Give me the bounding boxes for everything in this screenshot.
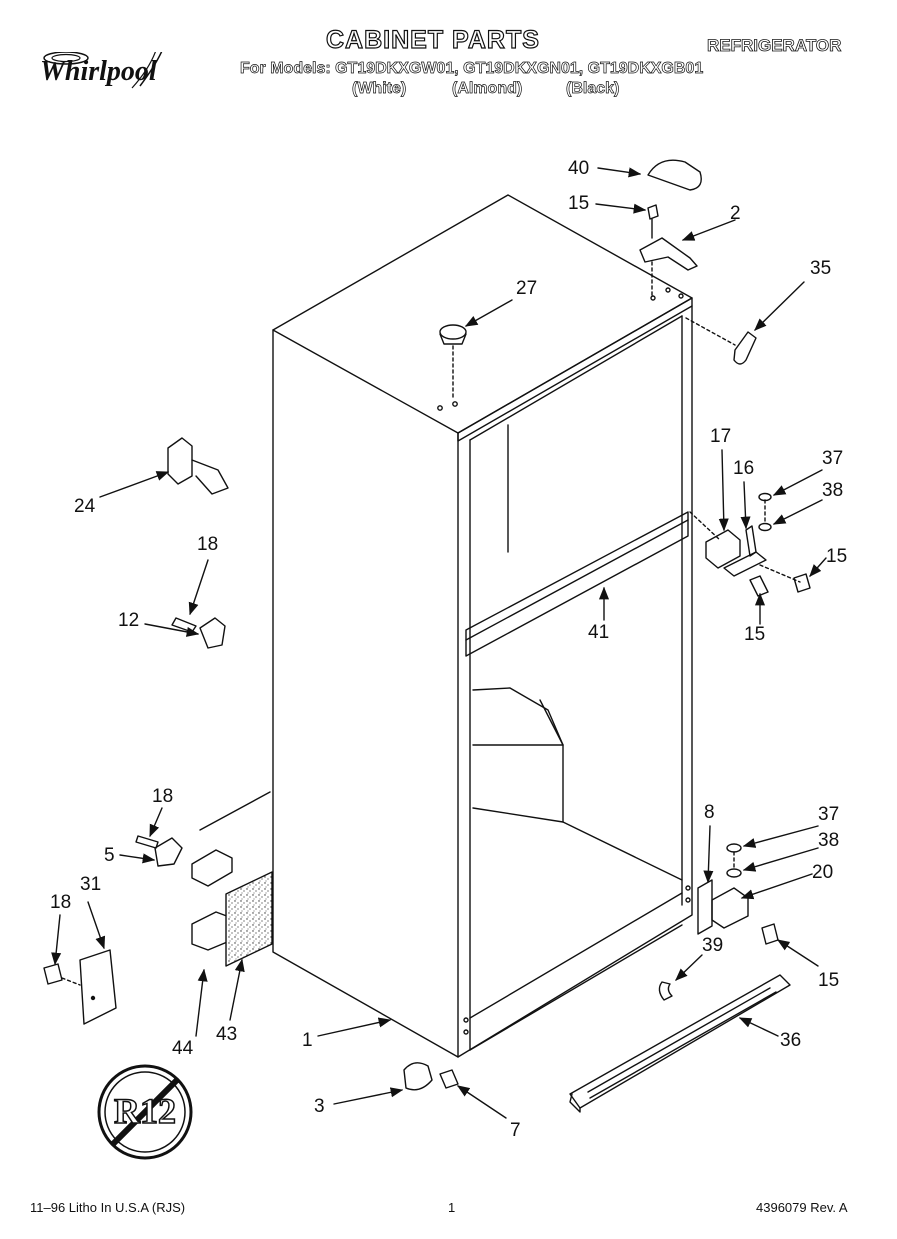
bottom-hinge-shim — [697, 879, 713, 935]
callout-8: 8 — [704, 802, 715, 823]
callout-12: 12 — [118, 610, 140, 631]
bottom-hinge — [711, 887, 749, 929]
leveling-leg — [403, 1062, 433, 1091]
callout-40: 40 — [568, 158, 590, 179]
insulation-pad — [225, 871, 273, 967]
cabinet-body — [272, 194, 693, 1058]
callout-18: 18 — [152, 786, 174, 807]
page-number: 1 — [448, 1200, 456, 1215]
hinge-cover — [79, 949, 117, 1025]
callout-18: 18 — [197, 534, 219, 555]
callout-15: 15 — [744, 624, 766, 645]
callout-2: 2 — [730, 203, 741, 224]
category-label: REFRIGERATOR — [707, 36, 842, 56]
callout-38: 38 — [822, 480, 844, 501]
callout-24: 24 — [74, 496, 96, 517]
r12-prohibited-badge: R12 — [95, 1062, 195, 1162]
page-title: CABINET PARTS — [325, 25, 540, 54]
callout-20: 20 — [812, 862, 834, 883]
brand-name: Whirlpool — [40, 56, 157, 87]
document-revision: 4396079 Rev. A — [756, 1200, 848, 1215]
callout-15: 15 — [568, 193, 590, 214]
callout-7: 7 — [510, 1120, 521, 1141]
callout-3: 3 — [314, 1096, 325, 1117]
hinge-pin-cap — [733, 331, 757, 365]
variant-black: (Black) — [566, 80, 620, 98]
callout-44: 44 — [172, 1038, 194, 1059]
wire-clip — [658, 981, 673, 1001]
callout-1: 1 — [302, 1030, 313, 1051]
callout-16: 16 — [733, 458, 755, 479]
upper-door-stop — [199, 617, 226, 649]
plug-button — [439, 324, 467, 340]
callout-17: 17 — [710, 426, 732, 447]
callout-31: 31 — [80, 874, 102, 895]
models-line: For Models: GT19DKXGW01, GT19DKXGN01, GT… — [240, 60, 704, 78]
callout-18: 18 — [50, 892, 72, 913]
divider-rail — [465, 511, 689, 657]
callout-15: 15 — [826, 546, 848, 567]
prohibition-circle-icon — [97, 1064, 193, 1160]
callout-27: 27 — [516, 278, 538, 299]
top-hinge — [639, 237, 698, 271]
callout-43: 43 — [216, 1024, 238, 1045]
callout-15: 15 — [818, 970, 840, 991]
badge-text: R12 — [113, 1090, 177, 1132]
leader-lines — [51, 167, 827, 1119]
callout-41: 41 — [588, 622, 610, 643]
lower-door-stop — [154, 837, 183, 867]
door-stop-bracket — [167, 437, 193, 485]
callout-35: 35 — [810, 258, 832, 279]
callout-36: 36 — [780, 1030, 802, 1051]
variant-almond: (Almond) — [452, 80, 523, 98]
callout-5: 5 — [104, 845, 115, 866]
callout-37: 37 — [818, 804, 840, 825]
variant-white: (White) — [352, 80, 407, 98]
callout-39: 39 — [702, 935, 724, 956]
callout-37: 37 — [822, 448, 844, 469]
footer-print-info: 11–96 Litho In U.S.A (RJS) — [30, 1200, 186, 1215]
callout-38: 38 — [818, 830, 840, 851]
top-hinge-cover — [647, 159, 702, 191]
toe-grille — [569, 974, 791, 1109]
